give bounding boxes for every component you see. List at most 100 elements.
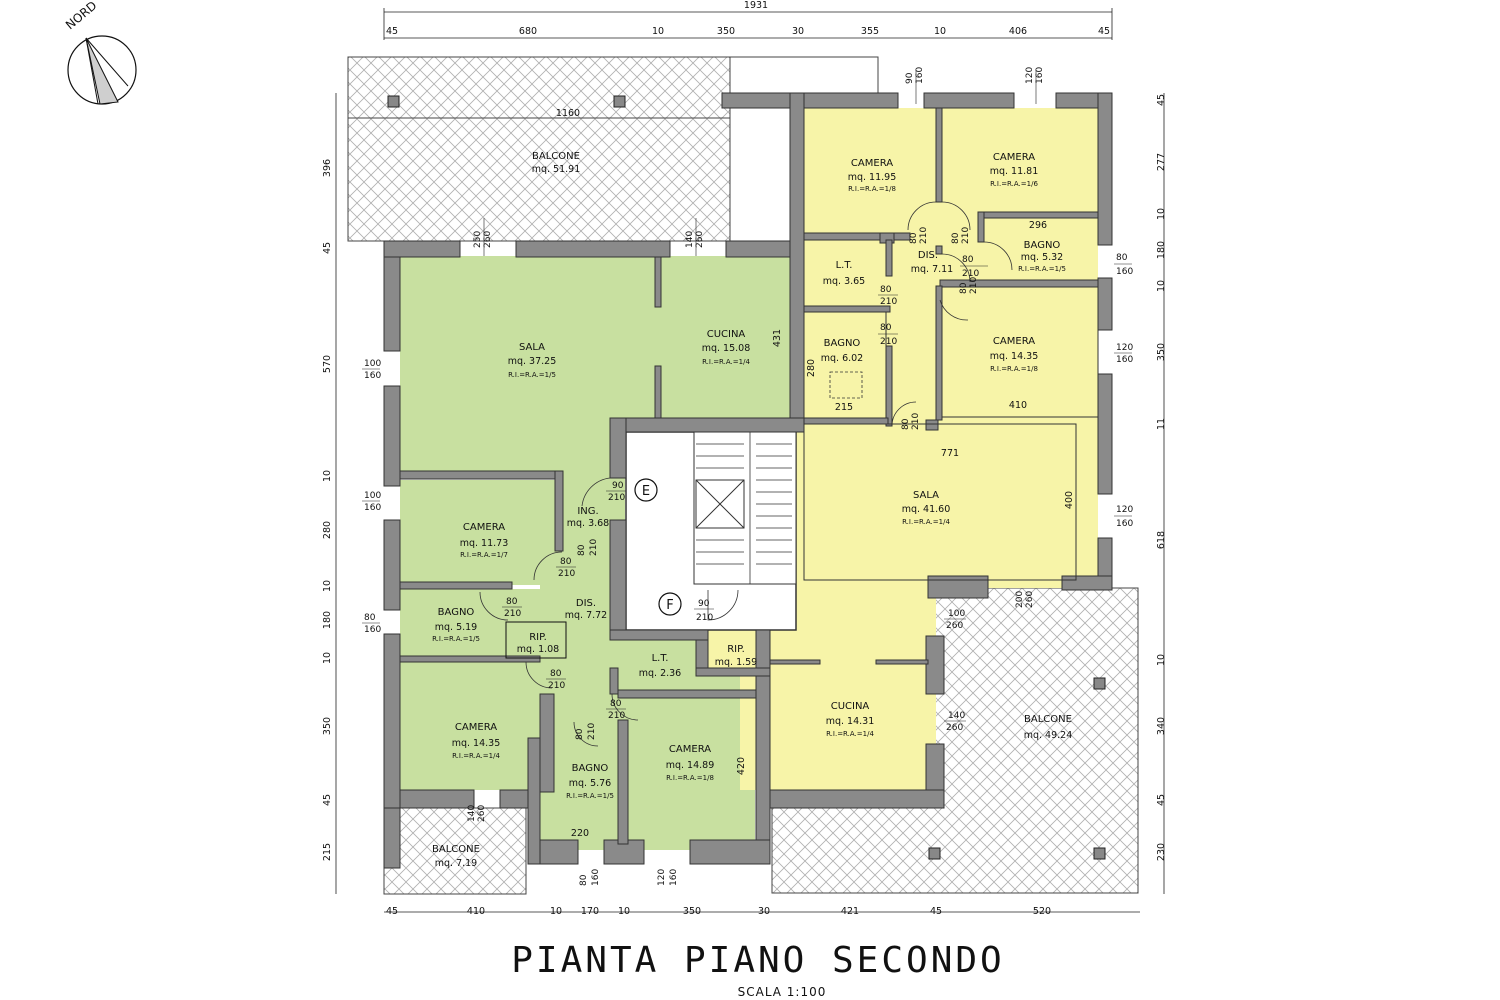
dim-bottom: 421 xyxy=(841,906,859,917)
plan-scale: SCALA 1:100 xyxy=(738,985,827,999)
room-name: L.T. xyxy=(836,260,853,271)
room-dis-yellow: DIS. mq. 7.11 xyxy=(911,250,953,275)
room-area: mq. 3.68 xyxy=(567,518,609,529)
room-ratio: R.I.=R.A.=1/6 xyxy=(990,180,1038,188)
room-area: mq. 1.59 xyxy=(715,657,757,668)
room-bagno-g2: BAGNO mq. 5.76 R.I.=R.A.=1/5 xyxy=(566,763,614,800)
opening-a: 80 xyxy=(959,282,969,294)
opening-b: 160 xyxy=(364,503,381,513)
opening-b: 210 xyxy=(961,227,971,244)
room-name: CAMERA xyxy=(851,158,893,169)
opening-b: 260 xyxy=(946,723,963,733)
dim-right: 45 xyxy=(1156,94,1167,106)
opening-a: 80 xyxy=(1116,253,1128,263)
dim-left: 10 xyxy=(322,652,333,664)
opening-b: 260 xyxy=(695,231,705,248)
room-name: BAGNO xyxy=(824,338,861,349)
room-ratio: R.I.=R.A.=1/4 xyxy=(826,730,874,738)
dim-cucina-height: 431 xyxy=(772,329,783,347)
room-rip-g: RIP. mq. 1.08 xyxy=(517,632,559,655)
room-name: RIP. xyxy=(727,644,745,655)
room-bagno-g1: BAGNO mq. 5.19 R.I.=R.A.=1/5 xyxy=(432,607,480,643)
opening-b: 160 xyxy=(915,67,925,84)
opening-a: 120 xyxy=(657,869,667,886)
dim-top: 30 xyxy=(792,26,804,37)
room-lt-green: L.T. mq. 2.36 xyxy=(639,653,681,679)
dim-left: 45 xyxy=(322,242,333,254)
room-balcone-se: BALCONE mq. 49.24 xyxy=(1024,714,1073,741)
dim-balcone-nw-width: 1160 xyxy=(556,108,580,119)
opening-b: 210 xyxy=(919,227,929,244)
dim-bottom: 30 xyxy=(758,906,770,917)
opening-a: 100 xyxy=(364,491,381,501)
room-area: mq. 6.02 xyxy=(821,353,863,364)
room-area: mq. 14.31 xyxy=(826,716,875,727)
room-name: ING. xyxy=(577,506,598,517)
dim-camera-y3-width: 410 xyxy=(1009,400,1027,411)
opening-a: 80 xyxy=(364,613,376,623)
top-dims: 45 680 10 350 30 355 10 406 45 xyxy=(386,26,1110,37)
dim-bottom: 170 xyxy=(581,906,599,917)
dim-sala-y-width: 771 xyxy=(941,448,959,459)
dim-top: 45 xyxy=(386,26,398,37)
opening-a: 120 xyxy=(1025,67,1035,84)
room-name: BAGNO xyxy=(572,763,609,774)
dimension-lines xyxy=(335,8,1165,913)
dim-top: 680 xyxy=(519,26,537,37)
dim-left: 280 xyxy=(322,521,333,539)
room-rip-y: RIP. mq. 1.59 xyxy=(715,644,757,668)
opening-a: 80 xyxy=(610,699,622,709)
room-name: SALA xyxy=(519,342,545,353)
opening-a: 80 xyxy=(575,728,585,740)
stair-label-f: F xyxy=(666,598,673,613)
opening-a: 100 xyxy=(948,609,965,619)
north-arrow-icon: NORD xyxy=(63,0,137,105)
yellow-apartment xyxy=(708,108,1098,790)
dim-bagno-y1-width: 296 xyxy=(1029,220,1047,231)
dim-bottom: 45 xyxy=(386,906,398,917)
opening-b: 160 xyxy=(591,869,601,886)
opening-b: 260 xyxy=(483,231,493,248)
room-labels: BALCONE mq. 51.91 SALA mq. 37.25 R.I.=R.… xyxy=(432,151,1072,869)
opening-b: 160 xyxy=(364,371,381,381)
opening-b: 210 xyxy=(880,337,897,347)
opening-b: 210 xyxy=(880,297,897,307)
dim-left: 215 xyxy=(322,843,333,861)
room-area: mq. 1.08 xyxy=(517,644,559,655)
room-ratio: R.I.=R.A.=1/4 xyxy=(452,752,500,760)
opening-b: 260 xyxy=(946,621,963,631)
room-area: mq. 49.24 xyxy=(1024,730,1073,741)
opening-a: 140 xyxy=(467,805,477,822)
opening-a: 80 xyxy=(880,323,892,333)
room-camera-y2: CAMERA mq. 11.81 R.I.=R.A.=1/6 xyxy=(990,152,1039,188)
opening-b: 160 xyxy=(1035,67,1045,84)
dim-left: 180 xyxy=(322,611,333,629)
opening-a: 80 xyxy=(506,597,518,607)
room-area: mq. 11.95 xyxy=(848,172,897,183)
room-camera-g2: CAMERA mq. 14.35 R.I.=R.A.=1/4 xyxy=(452,722,501,760)
opening-a: 80 xyxy=(909,232,919,244)
room-name: CAMERA xyxy=(993,152,1035,163)
room-area: mq. 14.89 xyxy=(666,760,715,771)
opening-b: 210 xyxy=(962,269,979,279)
opening-b: 210 xyxy=(504,609,521,619)
opening-b: 210 xyxy=(587,723,597,740)
dim-right: 277 xyxy=(1156,153,1167,171)
left-dims: 396 45 570 10 280 10 180 10 350 45 215 xyxy=(322,159,333,861)
dim-right: 230 xyxy=(1156,843,1167,861)
opening-a: 250 xyxy=(473,231,483,248)
room-name: BALCONE xyxy=(532,151,580,162)
opening-b: 210 xyxy=(558,569,575,579)
opening-b: 210 xyxy=(911,413,921,430)
room-ratio: R.I.=R.A.=1/5 xyxy=(566,792,614,800)
dim-left: 396 xyxy=(322,159,333,177)
opening-a: 80 xyxy=(951,232,961,244)
room-area: mq. 14.35 xyxy=(990,351,1039,362)
opening-b: 210 xyxy=(696,613,713,623)
dim-left: 10 xyxy=(322,580,333,592)
opening-b: 160 xyxy=(1116,267,1133,277)
opening-a: 140 xyxy=(685,231,695,248)
dim-top: 45 xyxy=(1098,26,1110,37)
room-ing-green: ING. mq. 3.68 xyxy=(567,506,609,529)
room-cucina-green: CUCINA mq. 15.08 R.I.=R.A.=1/4 xyxy=(702,329,751,366)
